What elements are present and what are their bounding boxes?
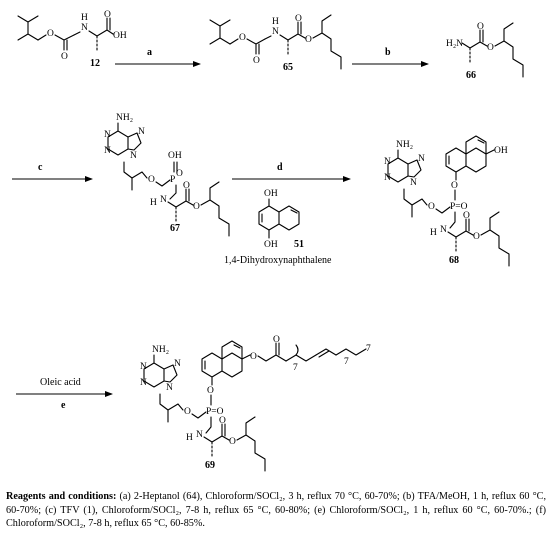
caption-heading: Reagents and conditions:: [6, 491, 117, 502]
atom-h: H: [186, 433, 193, 443]
atom-oh: OH: [113, 31, 127, 41]
atom-n: N: [140, 362, 147, 372]
atom-n: N: [440, 225, 447, 235]
atom-o: O: [253, 56, 260, 66]
atom-o: O: [239, 33, 246, 43]
caption-text: (a) 2-Heptanol (64), Chloroform/SOCl₂, 3…: [6, 491, 546, 529]
compound-51-structure: OH OH 51 1,4-Dihydroxynaphthalene: [224, 189, 332, 266]
atom-h: H: [430, 228, 437, 238]
atom-o: O: [250, 352, 257, 362]
atom-h: H: [81, 13, 88, 23]
atom-n: N: [196, 430, 203, 440]
compound-label-65: 65: [283, 62, 293, 73]
atom-o: O: [176, 169, 183, 179]
atom-n: N: [104, 146, 111, 156]
compound-12-structure: O O N H O OH 12: [17, 10, 127, 69]
atom-n: N: [130, 151, 137, 161]
atom-o: O: [451, 181, 458, 191]
atom-o: O: [463, 211, 470, 221]
reagent-name-oleic-acid: Oleic acid: [40, 377, 81, 388]
compound-label-68: 68: [449, 255, 459, 266]
step-label-c: c: [38, 162, 43, 173]
atom-n: N: [174, 359, 181, 369]
atom-p: P: [170, 175, 175, 185]
atom-n: N: [138, 127, 145, 137]
atom-o: O: [61, 52, 68, 62]
atom-nh2: NH₂: [116, 113, 133, 123]
compound-label-51: 51: [294, 239, 304, 250]
compound-69-structure: NH₂ N N N N O P=O O O O 7 7 7 N H O O 69: [140, 335, 371, 472]
atom-o: O: [184, 407, 191, 417]
atom-n: N: [410, 178, 417, 188]
atom-oh: OH: [264, 240, 278, 250]
atom-p-double-o: P=O: [450, 202, 468, 212]
compound-label-67: 67: [170, 223, 180, 234]
compound-66-structure: H₂N O O 66: [446, 22, 524, 81]
atom-h: H: [150, 198, 157, 208]
atom-o: O: [487, 43, 494, 53]
atom-o: O: [428, 202, 435, 212]
compound-65-structure: O O N H O O 65: [209, 14, 342, 73]
atom-o: O: [193, 202, 200, 212]
atom-o: O: [104, 10, 111, 20]
atom-n: N: [140, 378, 147, 388]
atom-o: O: [229, 437, 236, 447]
atom-n: N: [384, 157, 391, 167]
atom-n: N: [418, 154, 425, 164]
atom-nh2: NH₂: [396, 140, 413, 150]
step-label-b: b: [385, 47, 391, 58]
atom-o: O: [148, 175, 155, 185]
atom-h2n: H₂N: [446, 39, 463, 49]
step-label-a: a: [147, 47, 152, 58]
atom-n: N: [272, 27, 279, 37]
atom-n: N: [81, 23, 88, 33]
atom-o: O: [473, 232, 480, 242]
atom-o: O: [295, 14, 302, 24]
compound-label-66: 66: [466, 70, 476, 81]
atom-oh: OH: [168, 151, 182, 161]
atom-p-double-o: P=O: [206, 407, 224, 417]
chain-repeat-7: 7: [344, 357, 349, 367]
atom-o: O: [477, 22, 484, 32]
compound-label-69: 69: [205, 460, 215, 471]
compound-67-structure: NH₂ N N N N O P OH O N H O O 67: [104, 113, 230, 237]
atom-n: N: [166, 383, 173, 393]
compound-68-structure: NH₂ N N N N O P=O O OH N H O O 68: [384, 135, 510, 267]
compound-label-12: 12: [90, 58, 100, 69]
atom-o: O: [273, 335, 280, 345]
atom-o: O: [305, 35, 312, 45]
atom-oh: OH: [264, 189, 278, 199]
atom-o: O: [219, 416, 226, 426]
atom-o: O: [47, 29, 54, 39]
atom-nh2: NH₂: [152, 345, 169, 355]
step-label-e: e: [61, 400, 66, 411]
reaction-conditions-caption: Reagents and conditions: (a) 2-Heptanol …: [6, 490, 546, 531]
atom-n: N: [104, 130, 111, 140]
atom-oh: OH: [494, 146, 508, 156]
chain-repeat-7: 7: [293, 363, 298, 373]
atom-o: O: [207, 386, 214, 396]
atom-o: O: [183, 181, 190, 191]
atom-n: N: [384, 173, 391, 183]
step-label-d: d: [277, 162, 283, 173]
chain-repeat-7: 7: [366, 344, 371, 354]
atom-n: N: [160, 195, 167, 205]
atom-h: H: [272, 17, 279, 27]
reagent-name-dihydroxynaphthalene: 1,4-Dihydroxynaphthalene: [224, 255, 332, 266]
